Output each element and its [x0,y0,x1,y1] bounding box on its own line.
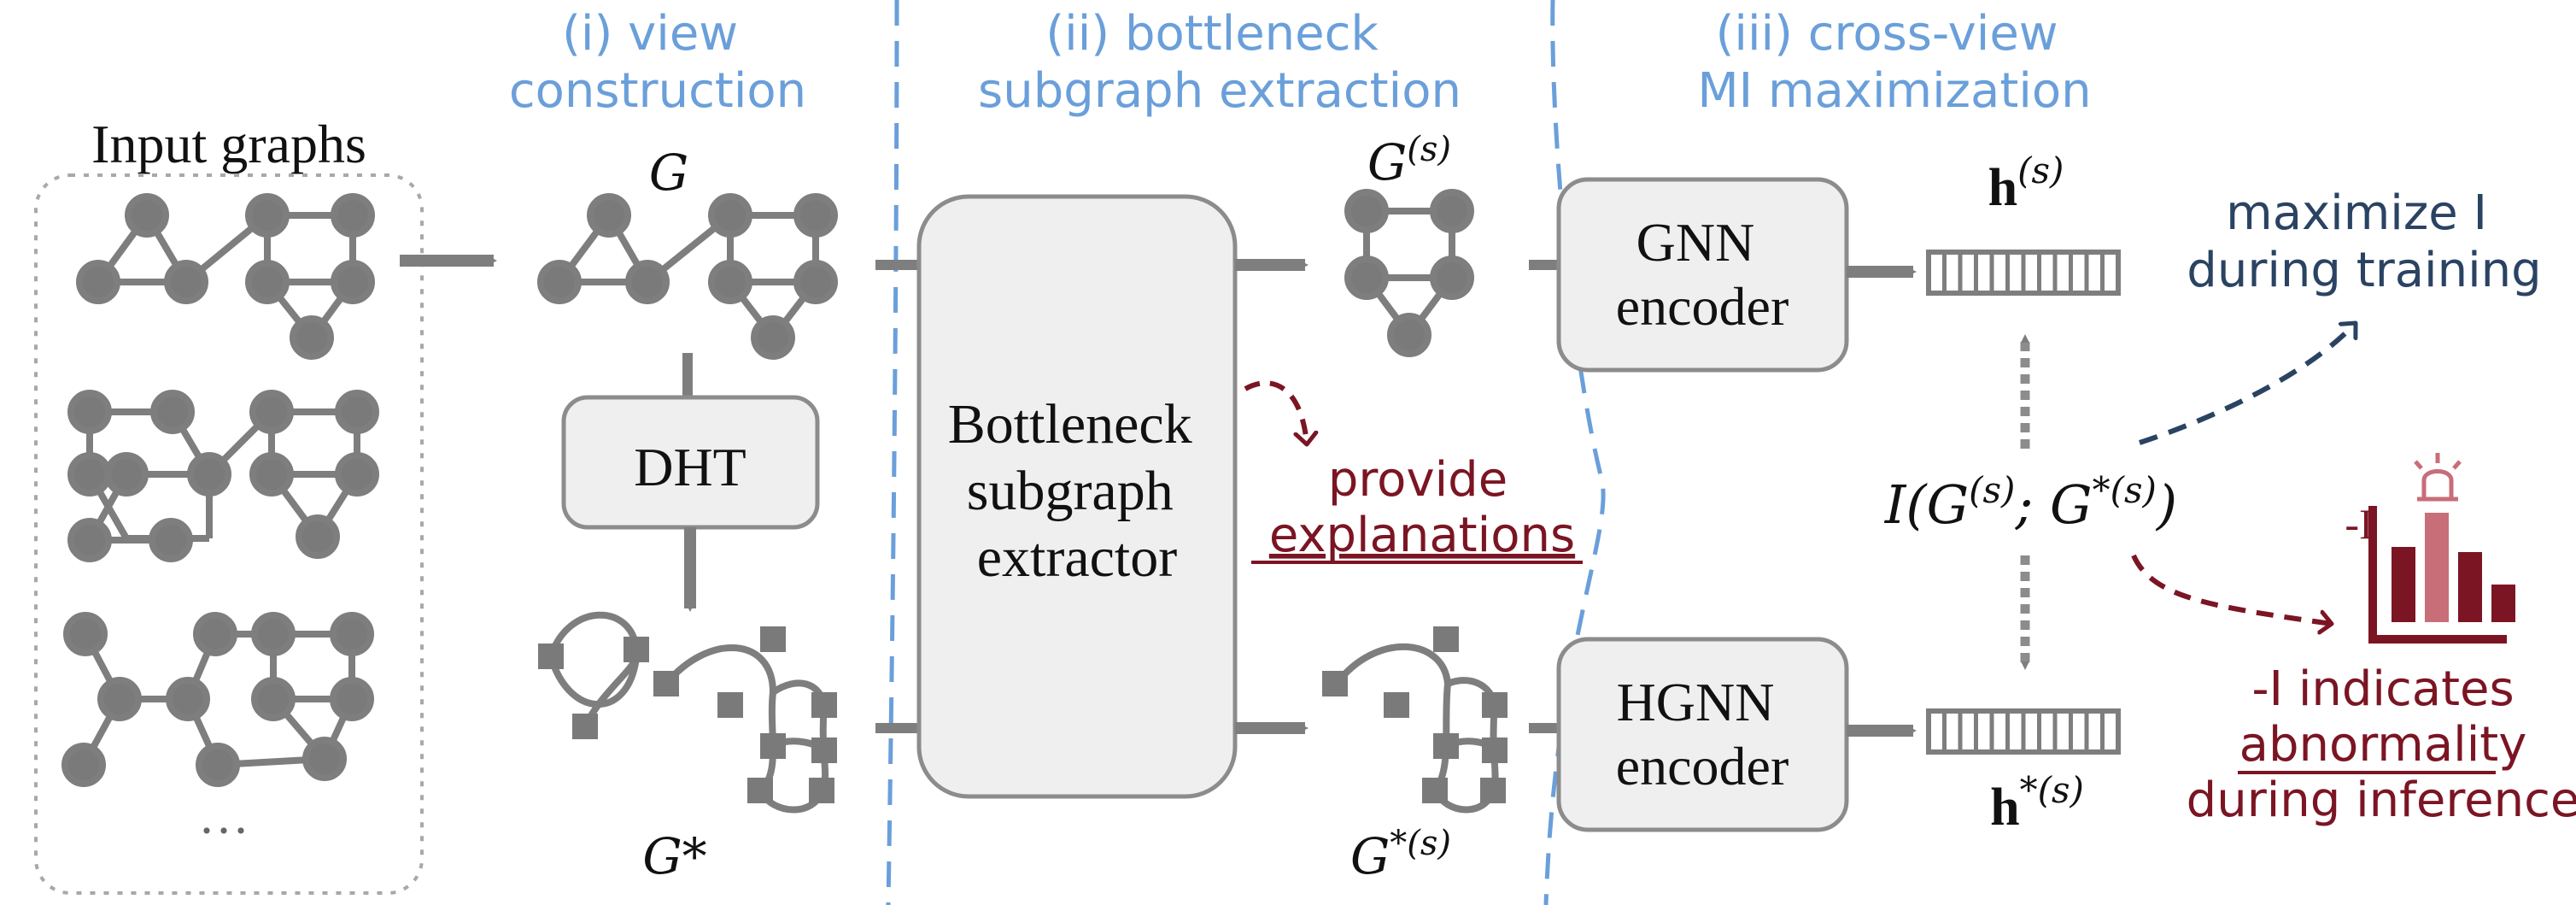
gnn-encoder-label: GNN encoder [1616,212,1789,337]
annotation-provide: provide [1328,452,1508,508]
annotation-maximize: maximize I during training [2187,185,2541,298]
hgnn-encoder-box [1556,637,1849,832]
label-G-star-s: G*(s) [1350,824,1451,885]
input-graph-1 [76,193,375,360]
annotation-abnormal-line3: during inference [2187,773,2576,828]
gnn-encoder-box [1556,177,1849,373]
label-G-s: G(s) [1367,130,1451,191]
embedding-h-star-s [1926,708,2121,755]
label-G-star: G* [642,827,706,885]
graph-G-s [1344,189,1474,357]
hgnn-encoder-label: HGNN encoder [1616,672,1789,796]
embedding-h-s [1926,250,2121,296]
input-graphs-title: Input graphs [91,114,366,174]
arrow-maximize [2139,323,2356,445]
dht-label: DHT [634,437,746,497]
arrow-provide-explanations [1244,380,1307,444]
mi-expression: I(G(s); G*(s)) [1884,469,2177,536]
hypergraph-G-star-nodes [538,626,837,803]
annotation-abnormal-line2: abnormality [2239,717,2527,773]
alarm-light-icon [2414,453,2462,502]
section-title-mi-maximization: (iii) cross-view MI maximization [1697,6,2091,119]
label-h-star-s: h*(s) [1990,769,2084,837]
section-divider-1 [886,0,899,905]
anomaly-bar-chart-icon [2368,506,2515,643]
input-graph-3 [61,612,374,787]
input-graphs-container [34,173,424,895]
graph-G [537,193,838,360]
hypergraph-G-star-s [1333,643,1499,814]
annotation-explanations: explanations [1269,508,1575,563]
arrow-anomaly [2131,554,2332,624]
label-G: G [649,144,688,202]
section-title-view-construction: (i) view construction [509,6,806,119]
label-h-s: h(s) [1988,150,2064,217]
annotation-abnormal-line1: -I indicates [2251,661,2514,717]
extractor-box [916,194,1238,799]
section-title-subgraph-extraction: (ii) bottleneck subgraph extraction [978,6,1461,119]
input-graph-2 [67,390,379,562]
hypergraph-G-star-s-nodes [1322,626,1508,803]
extractor-label: Bottleneck subgraph extractor [948,393,1206,589]
input-graphs-ellipsis: ··· [198,802,249,859]
